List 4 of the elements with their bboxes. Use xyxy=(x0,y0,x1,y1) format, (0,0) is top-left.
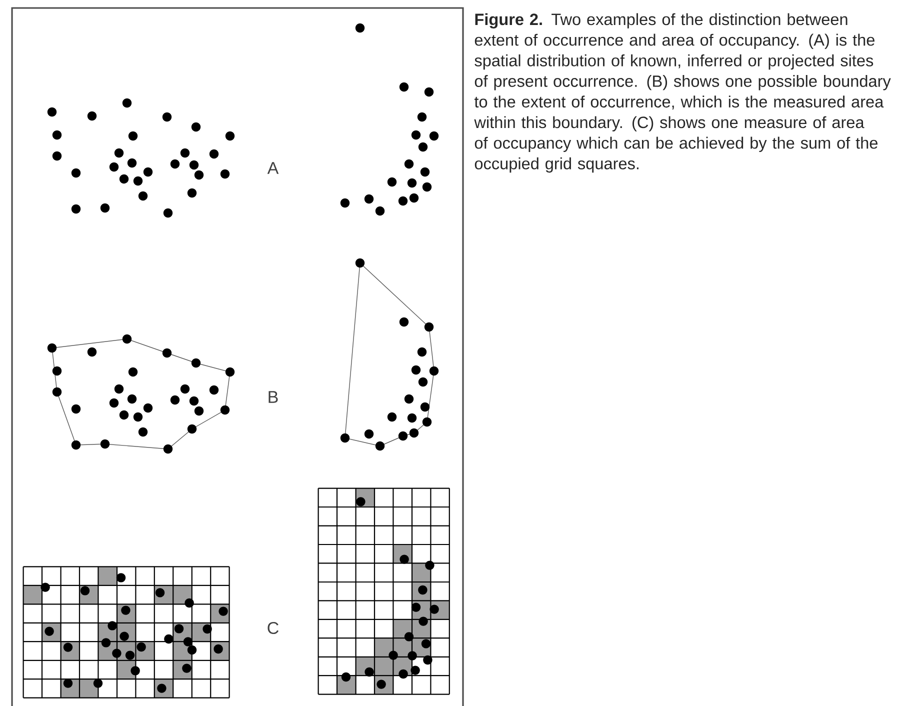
panel-letter: B xyxy=(268,391,278,403)
panel-letter: A xyxy=(267,162,279,174)
figure-caption: Figure 2. Two examples of the distinction between extent of occurrence and area of occupancy. (A) is the spatial distribution of known, inferred or projected sites of present occurrence. (B) shows one possible boundary to the extent of occurrence, which is the measured area within this boundary. (C) shows one measure of area of occupancy which can be achieved by the sum of the occupied grid squares. xyxy=(474,13,891,173)
panel-letter: C xyxy=(268,622,278,634)
